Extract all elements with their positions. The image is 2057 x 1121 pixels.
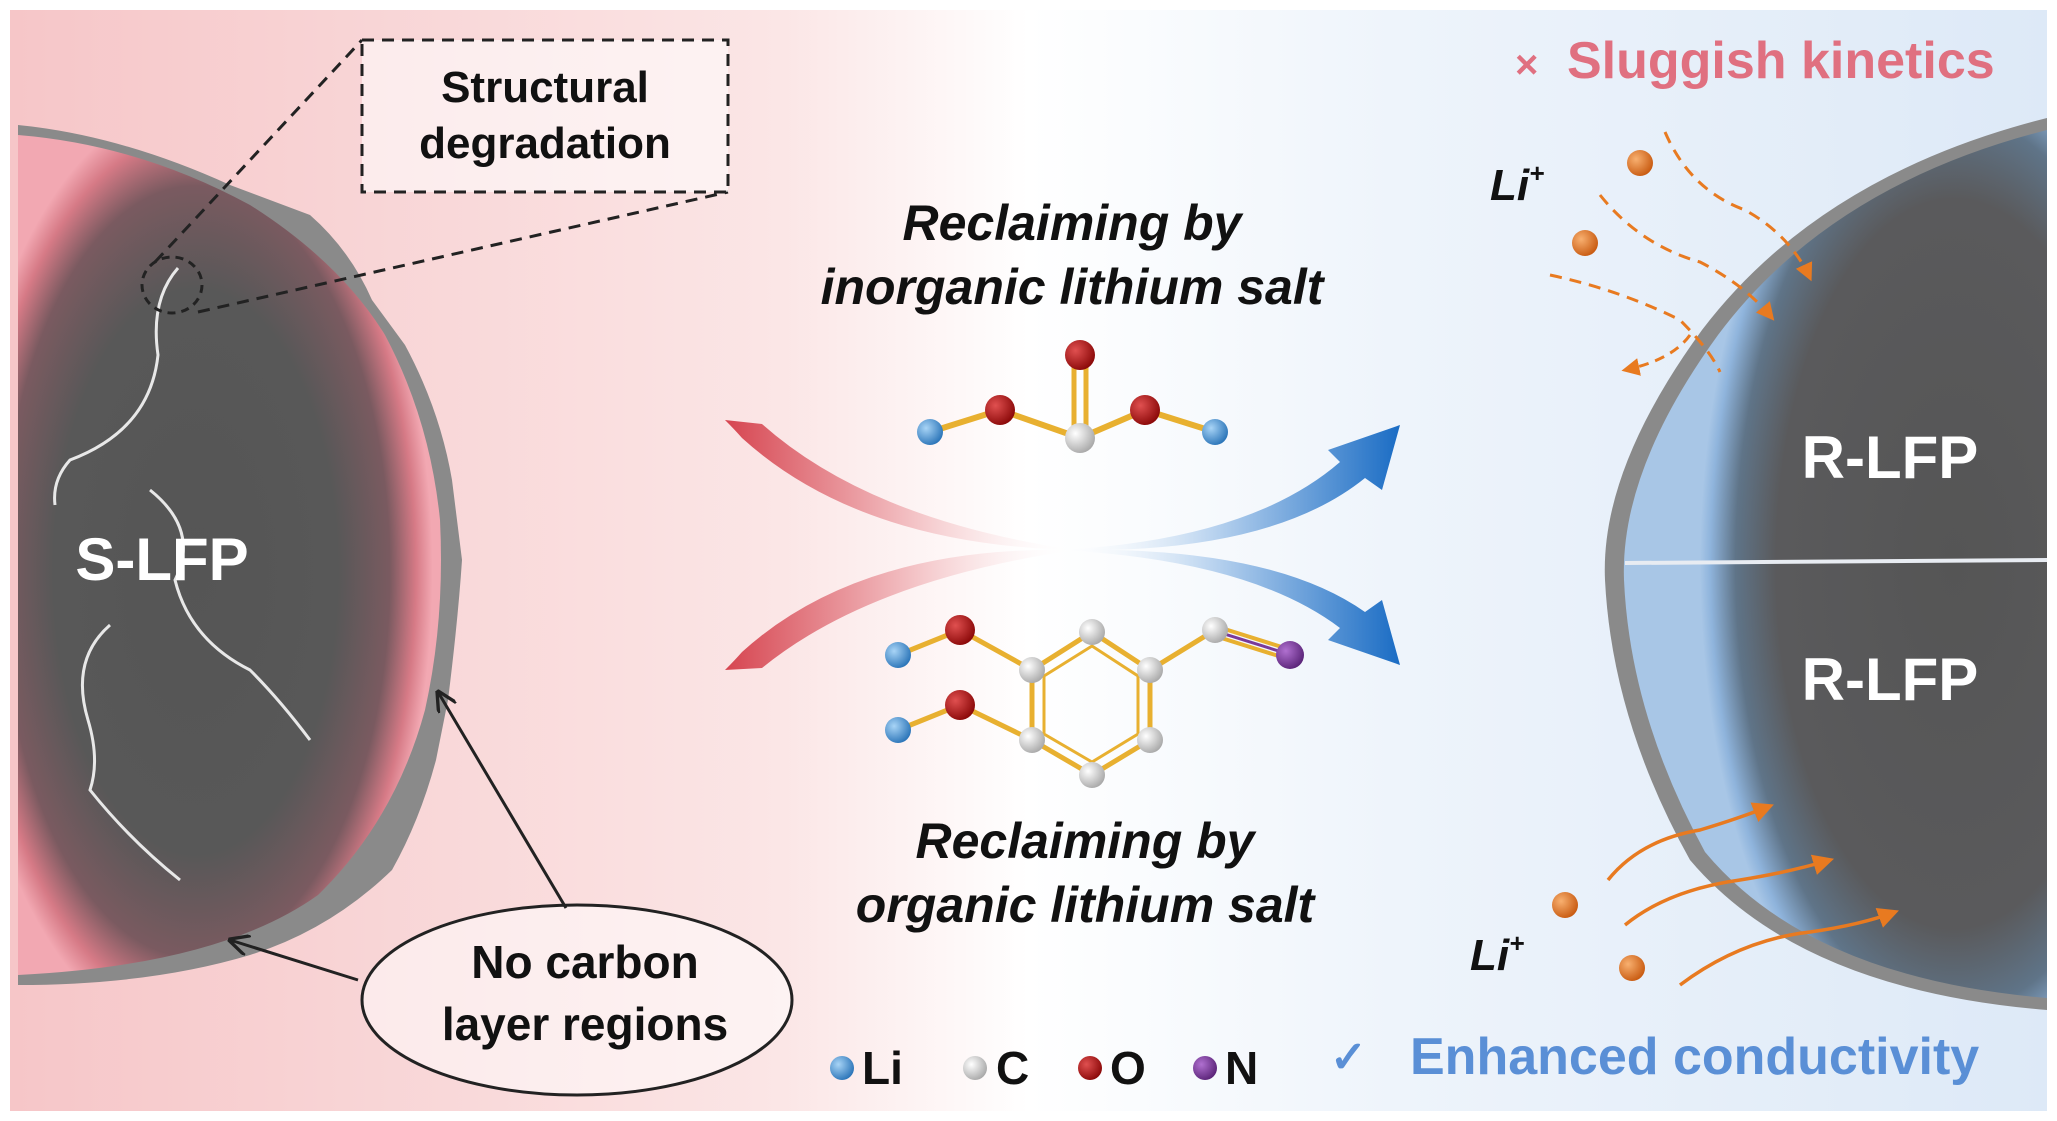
- callout-box: [360, 38, 730, 194]
- s-lfp-particle: S-LFP: [18, 125, 462, 985]
- li-atom: [917, 419, 943, 445]
- structural-degradation-callout: Structural degradation: [153, 38, 730, 314]
- s-lfp-label: S-LFP: [75, 526, 248, 593]
- r-lfp-core: [1623, 130, 2047, 998]
- legend-n-label: N: [1225, 1042, 1258, 1094]
- good-mark: ✓: [1330, 1033, 1367, 1082]
- legend-c-swatch: [963, 1056, 987, 1080]
- legend-li-label: Li: [862, 1042, 903, 1094]
- li-ion-label-bottom: Li+: [1470, 928, 1524, 980]
- li-atom: [885, 642, 911, 668]
- bottom-route-line-1: Reclaiming by: [916, 813, 1257, 869]
- c-atom: [1065, 423, 1095, 453]
- top-route-line-2: inorganic lithium salt: [821, 259, 1326, 315]
- lower-ion-flow: Li+: [1470, 802, 1899, 987]
- red-arrow-bottom: [725, 549, 1075, 670]
- r-lfp-label-bottom: R-LFP: [1802, 646, 1979, 713]
- callout-top-line-2: degradation: [419, 119, 671, 168]
- enhanced-conductivity-label: Enhanced conductivity: [1410, 1028, 1979, 1086]
- c-atom: [1137, 657, 1163, 683]
- o-atom: [945, 690, 975, 720]
- li-ion-label-top: Li+: [1490, 158, 1544, 210]
- solid-ion-path-2: [1623, 854, 1835, 927]
- crack-2: [149, 488, 312, 741]
- dashed-ion-path-1: [1663, 131, 1813, 282]
- sluggish-kinetics-label: Sluggish kinetics: [1567, 32, 1995, 90]
- c-atom: [1079, 619, 1105, 645]
- c-atom: [1019, 657, 1045, 683]
- n-atom: [1276, 641, 1304, 669]
- li-ion: [1627, 150, 1653, 176]
- callout-bottom-line-1: No carbon: [471, 936, 698, 988]
- bottom-route-line-2: organic lithium salt: [856, 877, 1317, 933]
- crack-3: [80, 623, 181, 882]
- dashed-ion-path-2: [1598, 194, 1775, 321]
- solid-ion-path-1: [1606, 802, 1774, 882]
- o-atom: [945, 615, 975, 645]
- center-panel: Reclaiming by inorganic lithium salt: [725, 195, 1400, 1094]
- upper-ion-flow: Li+: [1490, 131, 1813, 376]
- bad-mark: ×: [1515, 43, 1538, 87]
- r-lfp-particle: R-LFP R-LFP: [1604, 118, 2048, 1010]
- degradation-spot: [140, 255, 204, 315]
- no-carbon-callout: No carbon layer regions: [230, 692, 794, 1097]
- blue-arrow-top: [1060, 425, 1400, 551]
- legend-li-swatch: [830, 1056, 854, 1080]
- legend-o-label: O: [1110, 1042, 1146, 1094]
- sluggish-kinetics-status: × Sluggish kinetics: [1515, 32, 1995, 90]
- blue-arrow-bottom: [1060, 549, 1400, 665]
- c-atom: [1079, 762, 1105, 788]
- li-atom: [885, 717, 911, 743]
- c-atom: [1137, 727, 1163, 753]
- c-atom: [1202, 617, 1228, 643]
- r-lfp-divider: [1624, 558, 2048, 565]
- legend-c-label: C: [996, 1042, 1029, 1094]
- s-lfp-core: [18, 135, 441, 975]
- inorganic-salt-molecule: [917, 340, 1228, 453]
- li-ion: [1619, 955, 1645, 981]
- callout-top-line-1: Structural: [441, 63, 649, 112]
- o-atom: [985, 395, 1015, 425]
- li-ion: [1552, 892, 1578, 918]
- o-atom: [1065, 340, 1095, 370]
- li-atom: [1202, 419, 1228, 445]
- legend-n-swatch: [1193, 1056, 1217, 1080]
- callout-ellipse: [360, 903, 794, 1097]
- organic-salt-molecule: [885, 615, 1304, 788]
- callout-bottom-line-2: layer regions: [442, 998, 728, 1050]
- enhanced-conductivity-status: ✓ Enhanced conductivity: [1330, 1028, 1979, 1086]
- pointer-arrow-2: [230, 940, 359, 982]
- li-ion: [1572, 230, 1598, 256]
- dashed-ion-path-3: [1549, 273, 1722, 373]
- pointer-arrow-1: [438, 692, 568, 909]
- crack-1: [53, 267, 180, 506]
- atom-legend: Li C O N: [830, 1042, 1258, 1094]
- legend-o-swatch: [1078, 1056, 1102, 1080]
- dashed-ion-return: [1621, 334, 1692, 376]
- c-atom: [1019, 727, 1045, 753]
- r-lfp-label-top: R-LFP: [1802, 424, 1979, 491]
- red-arrow-top: [725, 420, 1075, 550]
- o-atom: [1130, 395, 1160, 425]
- solid-ion-path-3: [1678, 908, 1899, 987]
- top-route-line-1: Reclaiming by: [903, 195, 1244, 251]
